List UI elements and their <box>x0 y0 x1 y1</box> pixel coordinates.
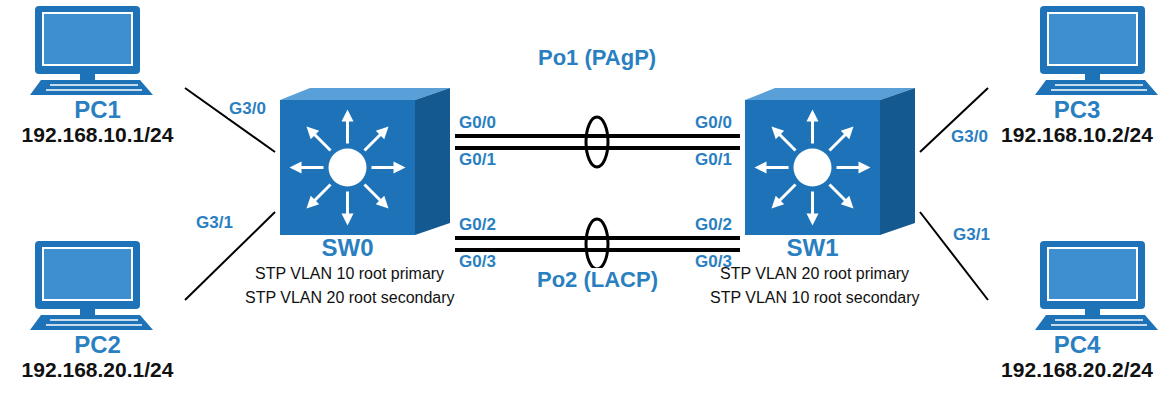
text-group: PC3192.168.10.2/24 <box>988 5 1166 147</box>
pc-icon <box>1035 240 1160 332</box>
pc-node: PC3192.168.10.2/24 <box>988 5 1166 147</box>
stp-note: STP VLAN 20 root primary <box>720 264 909 284</box>
text-line: 192.168.10.2/24 <box>988 123 1166 147</box>
ip-address: 192.168.10.1/24 <box>22 123 174 147</box>
text-group: SW1 <box>740 85 885 261</box>
text-line: PC1 <box>10 97 185 123</box>
text-group: PC1192.168.10.1/24 <box>10 5 185 147</box>
text-group: SW0 <box>275 85 420 261</box>
text-group: PC4192.168.20.2/24 <box>988 240 1166 382</box>
ip-address: 192.168.10.2/24 <box>1001 123 1153 147</box>
text-line: 192.168.10.1/24 <box>10 123 185 147</box>
port-name: G0/0 <box>458 114 497 132</box>
trunk-link <box>455 248 740 252</box>
text-line: SW1 <box>740 235 885 261</box>
ip-address: 192.168.20.2/24 <box>1001 358 1153 382</box>
ip-address: 192.168.20.1/24 <box>22 358 174 382</box>
trunk-link <box>455 236 740 240</box>
port-name: G0/1 <box>694 151 733 169</box>
port-name: G0/2 <box>458 216 497 234</box>
switch-node: SW0 <box>275 85 455 261</box>
switch-name: SW1 <box>786 235 838 261</box>
port-name: G0/3 <box>694 253 733 271</box>
port-channel-name: Po1 (PAgP) <box>536 46 658 70</box>
port-channel-ring <box>586 117 608 167</box>
pc-icon <box>30 5 155 97</box>
pc-node: PC4192.168.20.2/24 <box>988 240 1166 382</box>
port-channel-name: Po2 (LACP) <box>535 268 660 292</box>
switch-icon <box>275 85 455 235</box>
text-line: 192.168.20.1/24 <box>10 358 185 382</box>
trunk-link <box>455 134 740 138</box>
port-name: G0/2 <box>694 216 733 234</box>
port-name: G3/0 <box>950 128 989 146</box>
access-link <box>920 88 988 152</box>
pc-icon <box>1035 5 1160 97</box>
pc-icon <box>30 240 155 332</box>
pc-node: PC1192.168.10.1/24 <box>10 5 185 147</box>
port-name: G0/3 <box>458 253 497 271</box>
switch-icon <box>740 85 920 235</box>
text-line: PC4 <box>988 332 1166 358</box>
stp-note: STP VLAN 10 root primary <box>255 264 444 284</box>
port-name: G3/1 <box>195 214 234 232</box>
trunk-link <box>455 146 740 150</box>
pc-name: PC1 <box>74 97 121 123</box>
text-line: PC3 <box>988 97 1166 123</box>
text-line: PC2 <box>10 332 185 358</box>
switch-name: SW0 <box>321 235 373 261</box>
access-link <box>185 212 275 300</box>
pc-name: PC2 <box>74 332 121 358</box>
text-group: PC2192.168.20.1/24 <box>10 240 185 382</box>
port-channel-ring <box>586 219 608 269</box>
stp-note: STP VLAN 20 root secondary <box>245 288 455 308</box>
pc-name: PC3 <box>1054 97 1101 123</box>
text-line: 192.168.20.2/24 <box>988 358 1166 382</box>
port-name: G0/0 <box>694 114 733 132</box>
access-link <box>185 88 275 152</box>
text-line: SW0 <box>275 235 420 261</box>
pc-node: PC2192.168.20.1/24 <box>10 240 185 382</box>
pc-name: PC4 <box>1054 332 1101 358</box>
port-name: G0/1 <box>458 151 497 169</box>
access-link <box>920 212 988 300</box>
port-name: G3/1 <box>952 226 991 244</box>
stp-note: STP VLAN 10 root secondary <box>710 288 920 308</box>
port-name: G3/0 <box>228 100 267 118</box>
switch-node: SW1 <box>740 85 920 261</box>
